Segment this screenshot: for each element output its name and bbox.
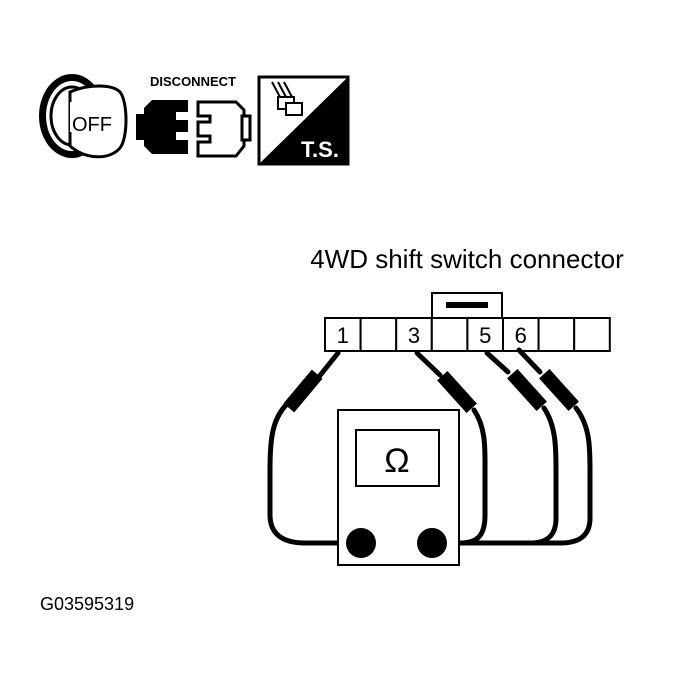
terminal-number: 5 [479,323,491,348]
figure-id: G03595319 [40,594,134,614]
ohm-symbol: Ω [384,442,409,480]
probe-3 [437,370,477,414]
lead-terminal-5-tip [484,350,511,375]
terminal-cell [573,317,611,352]
disconnect-label: DISCONNECT [150,74,236,89]
meter-terminal-right [417,528,447,558]
lead-terminal-3-tip [414,350,443,378]
terminal-cell-box [573,317,611,352]
terminal-cell-box [430,317,469,352]
probe-handles [283,368,579,414]
connector-lock-bar [446,302,488,308]
terminal-cell: 3 [395,317,433,352]
terminal-cell-box [537,317,576,352]
terminal-cell [359,317,398,352]
terminal-number: 6 [515,323,527,348]
probe-6 [539,368,579,412]
terminal-cell [430,317,469,352]
terminal-cell: 6 [502,317,540,352]
terminal-cell: 5 [466,317,504,352]
terminal-number: 1 [337,323,349,348]
terminal-number: 3 [408,323,420,348]
trouble-shooting-icon: T.S. [257,75,350,166]
ts-label: T.S. [301,137,339,162]
terminal-cell-box [395,317,433,352]
meter-display [355,429,440,487]
lead-terminal-6-wire [429,405,593,546]
disconnect-connector-icon: DISCONNECT [136,74,252,158]
terminal-cell-box [324,317,362,352]
terminal-cell [537,317,576,352]
test-leads [267,347,593,546]
terminal-cell-box [359,317,398,352]
meter-terminal-left [346,528,376,558]
probe-1 [283,369,323,413]
lead-terminal-1-tip [315,350,341,381]
ohmmeter: Ω [337,409,460,566]
key-off-label: OFF [72,114,112,136]
connector-title: 4WD shift switch connector [310,244,624,274]
terminal-cell-box [466,317,504,352]
probe-5 [507,368,547,412]
ignition-key-icon: OFF [39,74,128,159]
lead-terminal-1-wire [267,402,363,546]
terminal-cell: 1 [324,317,362,352]
lead-terminal-6-tip [516,347,543,375]
